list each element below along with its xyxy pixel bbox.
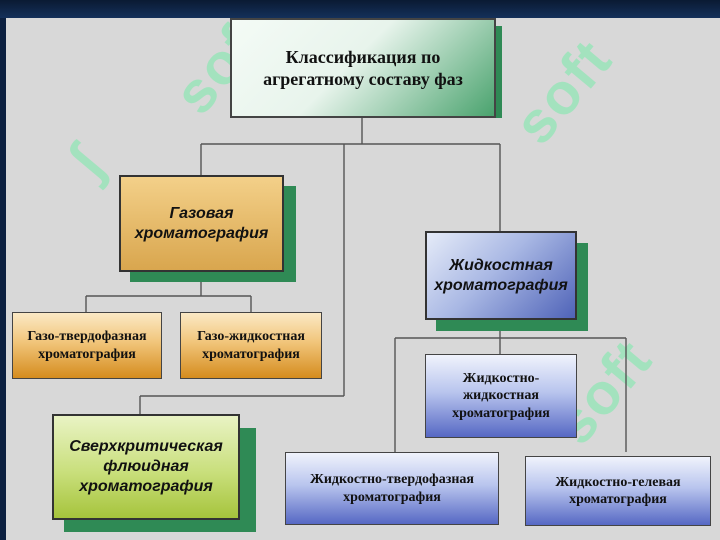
gas-chromatography-node: Газовая хроматография: [119, 175, 284, 272]
gas-line-1: Газовая: [169, 204, 234, 222]
liquid-line-1: Жидкостная: [449, 256, 553, 274]
supercritical-line-3: хроматография: [79, 478, 213, 495]
liquid-liquid-line-3: хроматография: [452, 405, 550, 421]
diagram-canvas: ʃ soft soft soft: [6, 18, 720, 540]
gas-solid-node: Газо-твердофазная хроматография: [12, 312, 162, 379]
liquid-liquid-node: Жидкостно- жидкостная хроматография: [425, 354, 577, 438]
liquid-solid-line-2: хроматография: [343, 489, 441, 505]
liquid-solid-node: Жидкостно-твердофазная хроматография: [285, 452, 499, 525]
supercritical-node: Сверхкритическая флюидная хроматография: [52, 414, 240, 520]
liquid-chromatography-node: Жидкостная хроматография: [425, 231, 577, 320]
liquid-gel-node: Жидкостно-гелевая хроматография: [525, 456, 711, 526]
gas-line-2: хроматография: [134, 224, 269, 242]
liquid-liquid-line-2: жидкостная: [463, 388, 539, 404]
liquid-line-2: хроматография: [434, 276, 568, 294]
gas-solid-line-1: Газо-твердофазная: [27, 329, 147, 344]
root-node: Классификация по агрегатному составу фаз: [230, 18, 496, 118]
liquid-gel-line-2: хроматография: [569, 492, 667, 507]
gas-liquid-line-1: Газо-жидкостная: [197, 329, 305, 344]
liquid-solid-line-1: Жидкостно-твердофазная: [310, 472, 474, 487]
supercritical-line-1: Сверхкритическая: [69, 438, 223, 455]
gas-liquid-node: Газо-жидкостная хроматография: [180, 312, 322, 379]
gas-liquid-line-2: хроматография: [202, 346, 300, 362]
liquid-gel-line-1: Жидкостно-гелевая: [555, 474, 681, 490]
root-line-2: агрегатному составу фаз: [263, 69, 463, 89]
supercritical-line-2: флюидная: [103, 458, 189, 475]
top-bar: [0, 0, 720, 18]
root-line-1: Классификация по: [285, 46, 441, 67]
liquid-liquid-line-1: Жидкостно-: [462, 370, 540, 386]
gas-solid-line-2: хроматография: [38, 346, 136, 362]
